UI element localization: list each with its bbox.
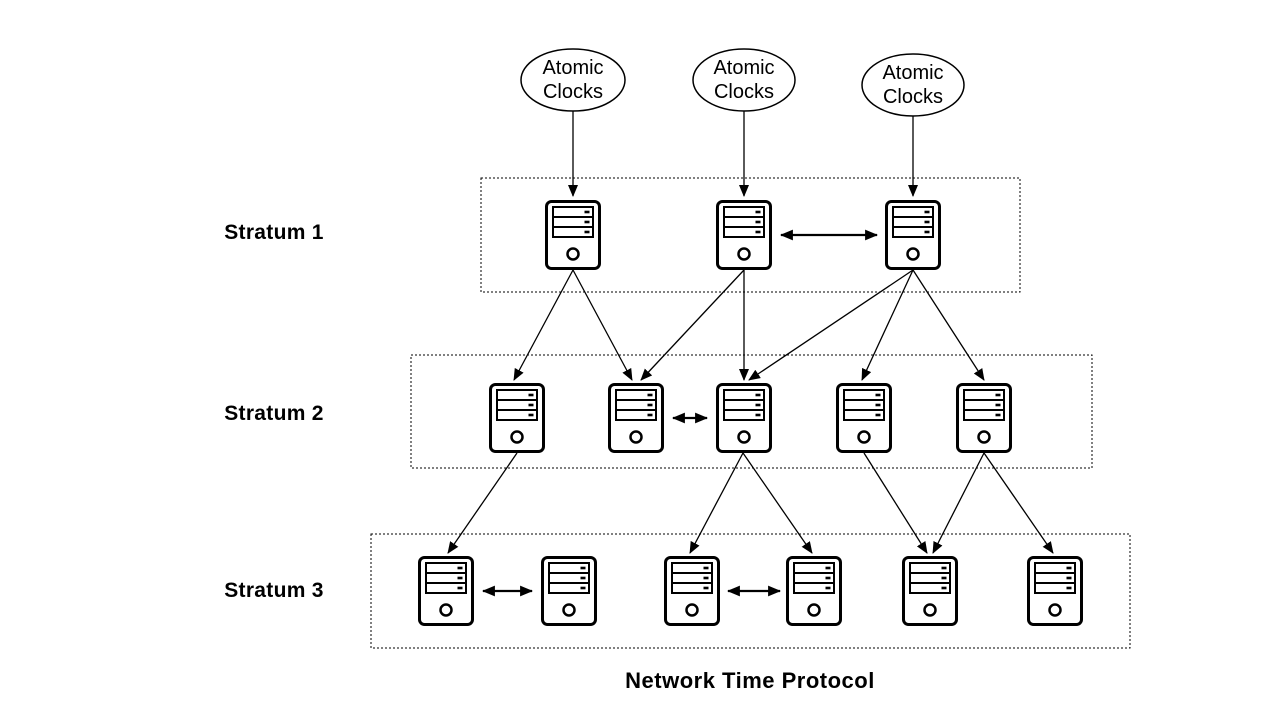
stratum3-label: Stratum 3: [224, 579, 324, 602]
server-icon-s3-3: [664, 556, 720, 626]
arrow-s2c-s3d: [742, 452, 813, 554]
server-icon-s2-1: [489, 383, 545, 453]
peer-arrows: [481, 229, 879, 597]
server-icon-s3-5: [902, 556, 958, 626]
server-icon-s3-6: [1027, 556, 1083, 626]
arrow-s2e-s3e: [932, 452, 985, 554]
arrow-s2c-s3c: [689, 452, 744, 554]
arrow-s1a-s2b: [572, 269, 633, 381]
clock3-line2: Clocks: [882, 86, 943, 108]
diagram-title: Network Time Protocol: [625, 668, 875, 693]
arrow-s1a-s2a: [513, 269, 574, 381]
server-icon-s1-2: [716, 200, 772, 270]
clock1-line2: Clocks: [542, 81, 603, 103]
server-icon-s2-3: [716, 383, 772, 453]
arrow-s2d-s3e: [863, 452, 928, 554]
arrow-s1b-s2b: [640, 269, 745, 381]
stratum2-box: [410, 354, 1093, 469]
arrow-s1c-s2e: [912, 269, 985, 381]
stratum2-to-stratum3-arrows: [447, 452, 1054, 554]
server-icon-s2-2: [608, 383, 664, 453]
stratum2-label: Stratum 2: [224, 402, 324, 425]
arrow-s2a-s3a: [447, 452, 518, 554]
clock1-line1: Atomic: [542, 57, 604, 79]
stratum2-servers: [489, 383, 1012, 453]
stratum1-label: Stratum 1: [224, 221, 324, 244]
server-icon-s3-4: [786, 556, 842, 626]
clock2-line2: Clocks: [713, 81, 774, 103]
server-icon-s1-3: [885, 200, 941, 270]
server-icon-s2-4: [836, 383, 892, 453]
atomic-clock-label-1: Atomic Clocks: [508, 56, 638, 104]
stratum1-box: [480, 177, 1021, 293]
arrow-s1c-s2c: [748, 269, 914, 381]
stratum3-box: [370, 533, 1131, 649]
server-icon-s3-1: [418, 556, 474, 626]
clock3-line1: Atomic: [882, 62, 944, 84]
server-icon-s1-1: [545, 200, 601, 270]
server-icon-s2-5: [956, 383, 1012, 453]
arrow-s2e-s3f: [983, 452, 1054, 554]
stratum1-to-stratum2-arrows: [513, 269, 985, 381]
server-icon-s3-2: [541, 556, 597, 626]
atomic-clock-label-3: Atomic Clocks: [848, 61, 978, 109]
atomic-clock-label-2: Atomic Clocks: [679, 56, 809, 104]
stratum1-servers: [545, 200, 941, 270]
clock2-line1: Atomic: [713, 57, 775, 79]
clock-to-stratum1-arrows: [568, 111, 918, 197]
arrow-s1c-s2d: [861, 269, 914, 381]
